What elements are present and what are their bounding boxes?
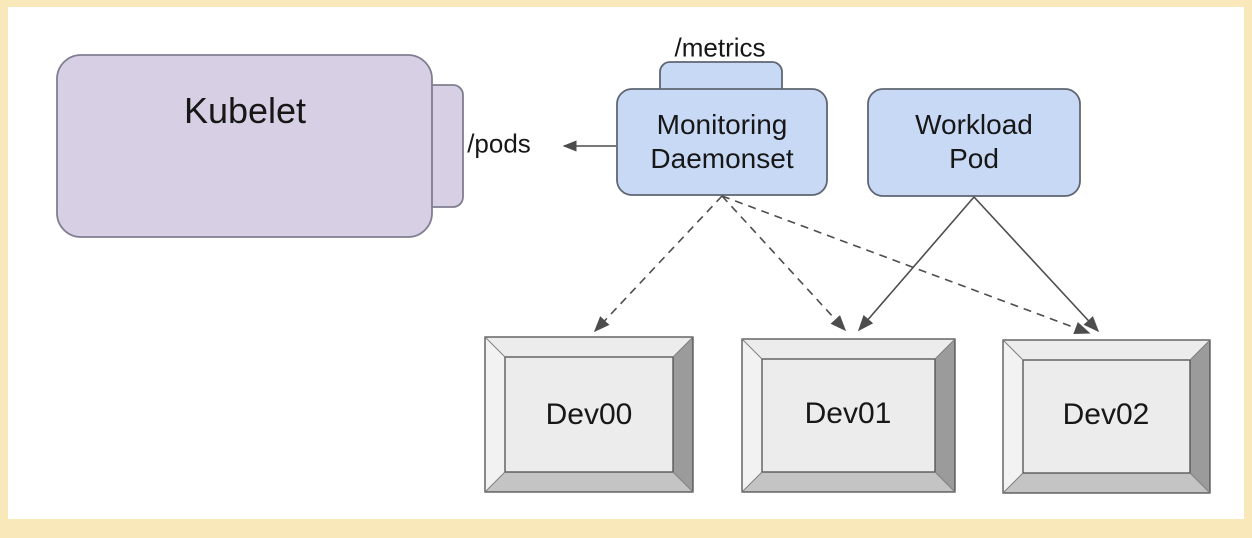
workload-pod-label-line1: Workload [915,109,1033,140]
dev00-bevel-top [485,337,693,357]
pods-endpoint-label: /pods [467,128,531,159]
dev01-corner-seams [741,338,956,493]
workload-pod-box [867,88,1081,197]
device-dev00 [484,336,694,493]
monitoring-daemonset-label: Monitoring Daemonset [650,108,793,176]
dev02-bevel-right [1190,340,1210,493]
dev00-corner-seams [484,336,694,493]
monitoring-daemonset-label-line1: Monitoring [656,109,788,140]
dev01-bevel-right [935,339,955,492]
monitoring-daemonset-box [616,88,828,196]
dev02-bevel-bottom [1003,473,1210,493]
dev00-face [504,356,674,473]
dev00-label: Dev00 [545,398,633,431]
metrics-endpoint-label: /metrics [674,32,766,63]
workload-pod-label-line2: Pod [949,143,999,174]
workload-pod-label: Workload Pod [915,108,1033,176]
monitoring-daemonset-label-line2: Daemonset [650,143,794,174]
dev02-bevel-left [1003,340,1023,493]
device-dev01 [741,338,956,493]
dev01-face [761,358,936,473]
dev01-bevel-bottom [742,472,955,492]
arrow-workload-to-dev01 [857,196,975,332]
dev01-bevel-left [742,339,762,492]
dev01-outline [741,338,956,493]
dev00-outline [484,336,694,493]
dev02-label: Dev02 [1062,398,1150,431]
dev00-bevel-bottom [485,472,693,492]
dev02-outline [1002,339,1211,494]
dev02-corner-seams [1002,339,1211,494]
dev01-bevel-top [742,339,955,359]
arrow-monitoring-to-dev02 [721,195,1091,334]
dev02-face [1022,359,1191,474]
kubelet-box [56,54,433,238]
device-dev02 [1002,339,1211,494]
arrow-workload-to-dev02 [973,196,1100,333]
dev00-bevel-right [673,337,693,492]
dev01-label: Dev01 [804,397,892,430]
dev02-bevel-top [1003,340,1210,360]
arrow-monitoring-to-dev00 [593,195,723,333]
kubelet-label: Kubelet [183,90,307,131]
dev00-bevel-left [485,337,505,492]
arrow-monitoring-to-dev01 [721,195,847,332]
